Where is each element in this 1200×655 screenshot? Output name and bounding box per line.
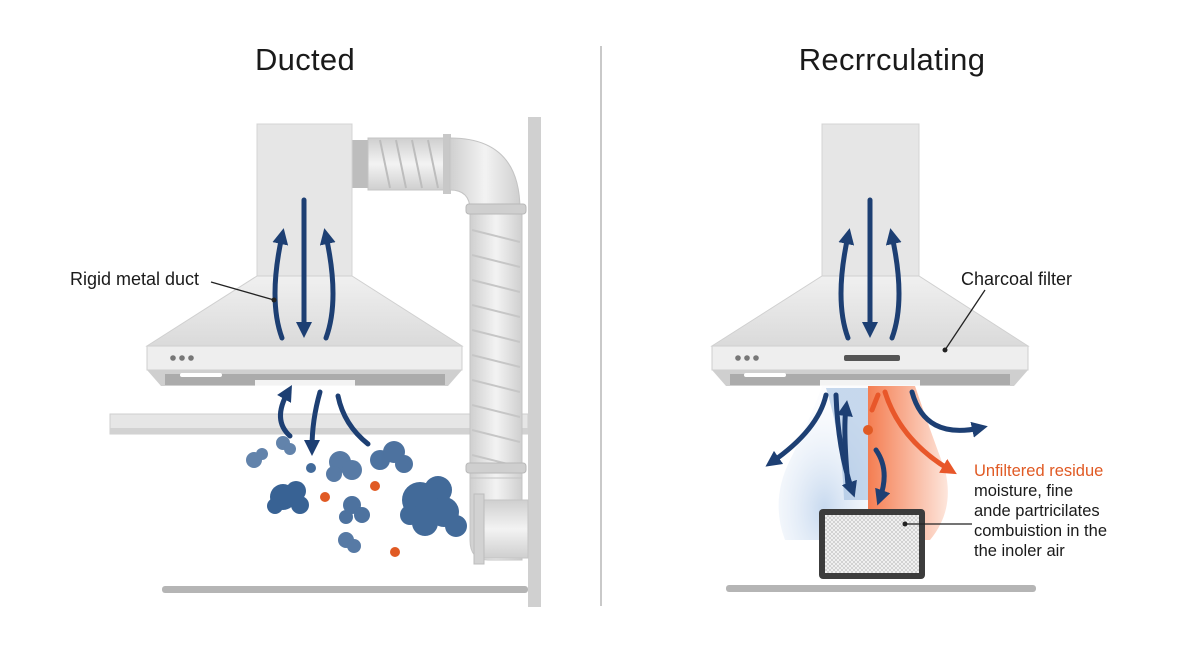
rigid-duct-label: Rigid metal duct bbox=[70, 269, 200, 289]
particle-dots bbox=[320, 481, 400, 557]
airflow-arrow-icon bbox=[765, 197, 988, 506]
ducted-title: Ducted bbox=[254, 42, 356, 77]
panel-divider bbox=[600, 46, 602, 606]
ducted-scene bbox=[109, 117, 541, 607]
note-line: combuistion in the bbox=[974, 522, 1107, 540]
duct-pipe-icon bbox=[352, 134, 529, 565]
charcoal-filter-label: Charcoal filter bbox=[961, 269, 1073, 289]
wall bbox=[528, 117, 541, 607]
smoke-cloud-icon bbox=[246, 436, 467, 553]
floor-line bbox=[162, 586, 528, 593]
note-line: moisture, fine bbox=[974, 482, 1074, 500]
recirculating-scene bbox=[710, 123, 1036, 592]
recirculating-title: Recrrculating bbox=[798, 42, 986, 77]
residue-note: Unfiltered residue moisture, fine ande p… bbox=[974, 461, 1107, 561]
unfiltered-residue-label: Unfiltered residue bbox=[974, 462, 1104, 480]
note-line: the inoler air bbox=[974, 542, 1065, 560]
charcoal-filter-icon bbox=[819, 509, 925, 579]
note-line: ande partricilates bbox=[974, 502, 1100, 520]
airflow-arrow-icon bbox=[272, 197, 371, 457]
